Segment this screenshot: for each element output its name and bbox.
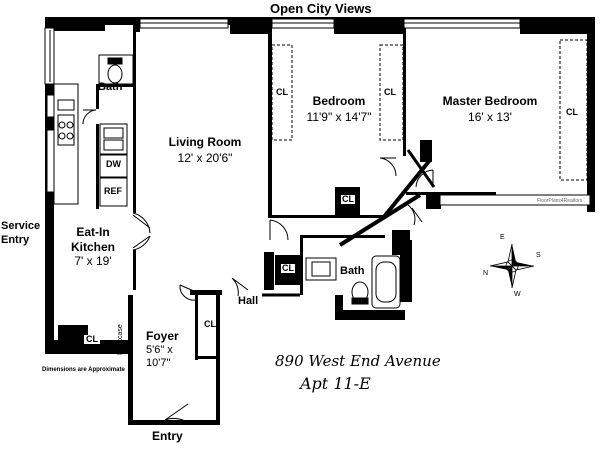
bedroom-dims: 11'9" x 14'7" bbox=[306, 109, 372, 124]
compass-rose bbox=[489, 243, 535, 289]
foyer-label: Foyer 5'6" x 10'7" bbox=[146, 330, 194, 370]
diagonal-walls bbox=[262, 149, 436, 297]
service-entry-label: Service Entry bbox=[1, 220, 43, 246]
kitchen-name-1: Eat-In bbox=[76, 225, 110, 239]
bath-fixtures bbox=[98, 54, 401, 309]
closet-label-bedroom-right: CL bbox=[384, 87, 396, 97]
dishwasher-label: DW bbox=[106, 159, 121, 169]
hall-label: Hall bbox=[238, 295, 259, 307]
foyer-dims-1: 5'6" x bbox=[146, 343, 173, 356]
service-entry-line-1: Service bbox=[1, 220, 41, 232]
service-entry-line-2: Entry bbox=[1, 233, 30, 246]
bath-top-label: Bath bbox=[98, 81, 123, 93]
kitchen-counters bbox=[53, 83, 128, 207]
views-label: Open City Views bbox=[270, 1, 372, 16]
closet-label-kitchen: CL bbox=[84, 334, 100, 345]
kitchen-label: Eat-In Kitchen 7' x 19' bbox=[60, 226, 126, 268]
compass-n: N bbox=[483, 270, 489, 277]
interior-walls bbox=[58, 28, 496, 360]
kitchen-dims: 7' x 19' bbox=[74, 254, 112, 269]
closet-label-bedroom-left: CL bbox=[276, 87, 288, 97]
bedroom-label: Bedroom 11'9" x 14'7" bbox=[298, 95, 380, 123]
entry-label: Entry bbox=[152, 429, 183, 443]
master-bedroom-label: Master Bedroom 16' x 13' bbox=[436, 95, 544, 123]
compass-w: W bbox=[514, 291, 521, 298]
master-bedroom-name: Master Bedroom bbox=[442, 94, 538, 108]
foyer-name: Foyer bbox=[146, 329, 179, 343]
kitchen-name-2: Kitchen bbox=[70, 239, 115, 254]
closet-label-hall-upper: CL bbox=[341, 194, 355, 205]
foyer-dims-2: 10'7" bbox=[146, 357, 171, 370]
address-line-1: 890 West End Avenue bbox=[275, 352, 441, 370]
living-room-name: Living Room bbox=[168, 135, 242, 149]
dimensions-note: Dimensions are Approximate bbox=[42, 367, 125, 373]
closet-label-master: CL bbox=[566, 107, 578, 117]
closet-blocks bbox=[275, 187, 360, 285]
compass-e: E bbox=[500, 234, 505, 241]
living-room-dims: 12' x 20'6" bbox=[177, 150, 233, 165]
master-bedroom-dims: 16' x 13' bbox=[468, 109, 512, 124]
living-room-label: Living Room 12' x 20'6" bbox=[160, 136, 250, 164]
bookcase-label: Bookcase bbox=[117, 324, 124, 355]
doors bbox=[82, 109, 434, 425]
closet-lines bbox=[271, 39, 588, 181]
bath-mid-label: Bath bbox=[340, 265, 365, 277]
closet-label-hall-lower: CL bbox=[281, 263, 295, 274]
bedroom-name: Bedroom bbox=[312, 94, 366, 108]
address-line-2: Apt 11-E bbox=[300, 374, 371, 393]
watermark: FloorPlans4Realtors bbox=[537, 198, 583, 204]
compass-s: S bbox=[536, 252, 541, 259]
closet-label-foyer: CL bbox=[204, 319, 216, 329]
refrigerator-label: REF bbox=[104, 186, 122, 196]
